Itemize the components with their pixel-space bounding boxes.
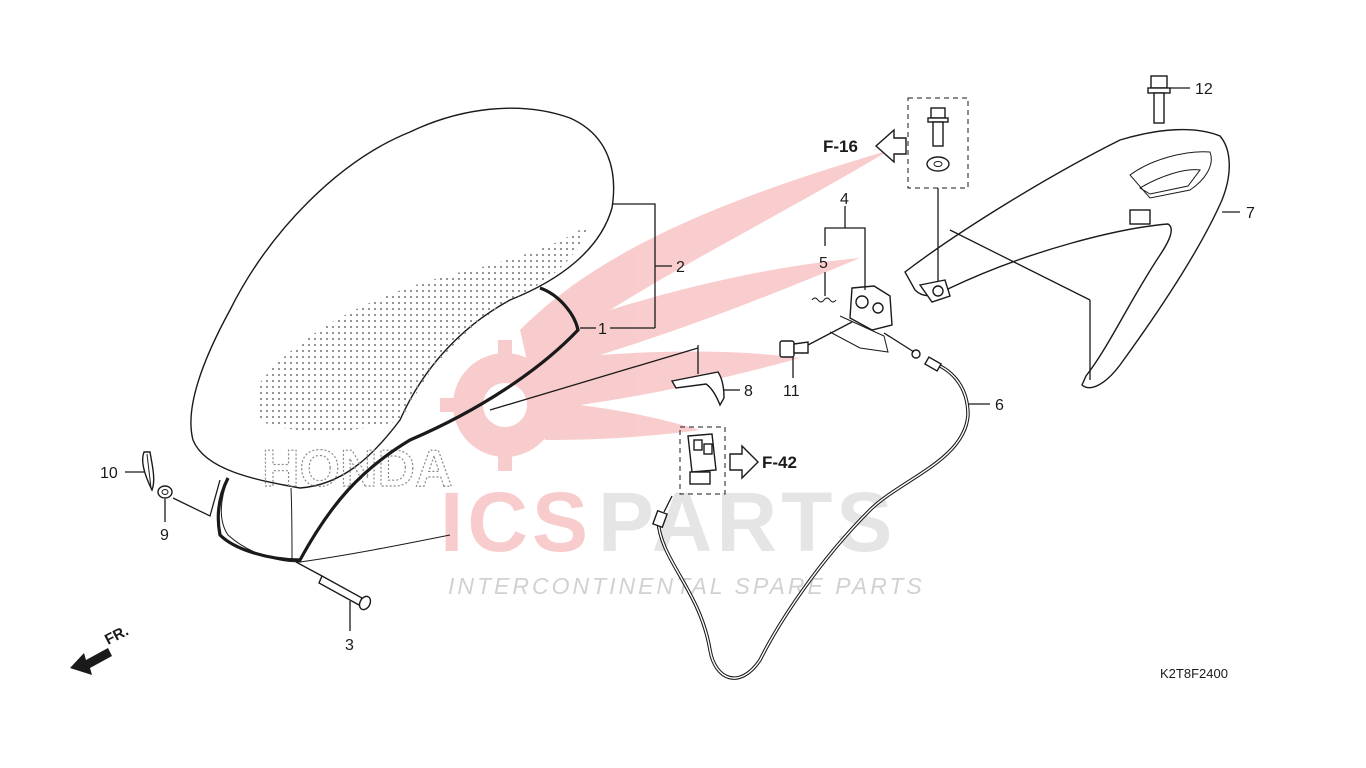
callout-7: 7 [1246,205,1255,222]
grab-rail-bolt [1147,75,1171,124]
callout-9: 9 [160,527,169,544]
seat-assembly: HONDA [190,107,615,563]
callout-numbers: 1 2 3 4 5 6 7 8 9 10 11 12 [100,81,1255,654]
callout-12: 12 [1195,81,1213,98]
detail-box-bolt [907,97,969,282]
callout-1: 1 [598,321,607,338]
seat-hinge-pin [318,575,372,611]
seat-stopper [670,371,725,407]
callout-11: 11 [783,383,800,400]
leader-lines [125,87,1240,631]
lock-spring [811,297,837,303]
reference-arrow-f16: F-16 [823,128,907,164]
callout-2: 2 [676,259,685,276]
watermark: ICS PARTS INTERCONTINENTAL SPARE PARTS [440,150,922,599]
honda-emblem-watermark: HONDA [262,440,453,498]
grab-rail [904,128,1230,389]
brand-watermark-ics: ICS [440,475,592,569]
brand-watermark-parts: PARTS [598,475,896,569]
seat-lock-assembly [829,285,893,353]
front-direction-indicator: FR. [70,622,131,675]
reference-arrow-f42: F-42 [729,444,797,480]
callout-3: 3 [345,637,354,654]
seat-base-seal [216,286,580,562]
flange-bolt [779,340,809,358]
front-direction-label: FR. [102,622,131,648]
reference-label-f16: F-16 [823,137,858,156]
callout-4: 4 [840,191,849,208]
callout-8: 8 [744,383,753,400]
callout-10: 10 [100,465,118,482]
seat-lock-cable [652,332,970,680]
callout-5: 5 [819,255,828,272]
cotter-pin [142,451,155,492]
washer [157,485,173,499]
diagram-code: K2T8F2400 [1160,666,1228,681]
detail-box-switch [679,426,726,495]
reference-label-f42: F-42 [762,453,797,472]
callout-6: 6 [995,397,1004,414]
